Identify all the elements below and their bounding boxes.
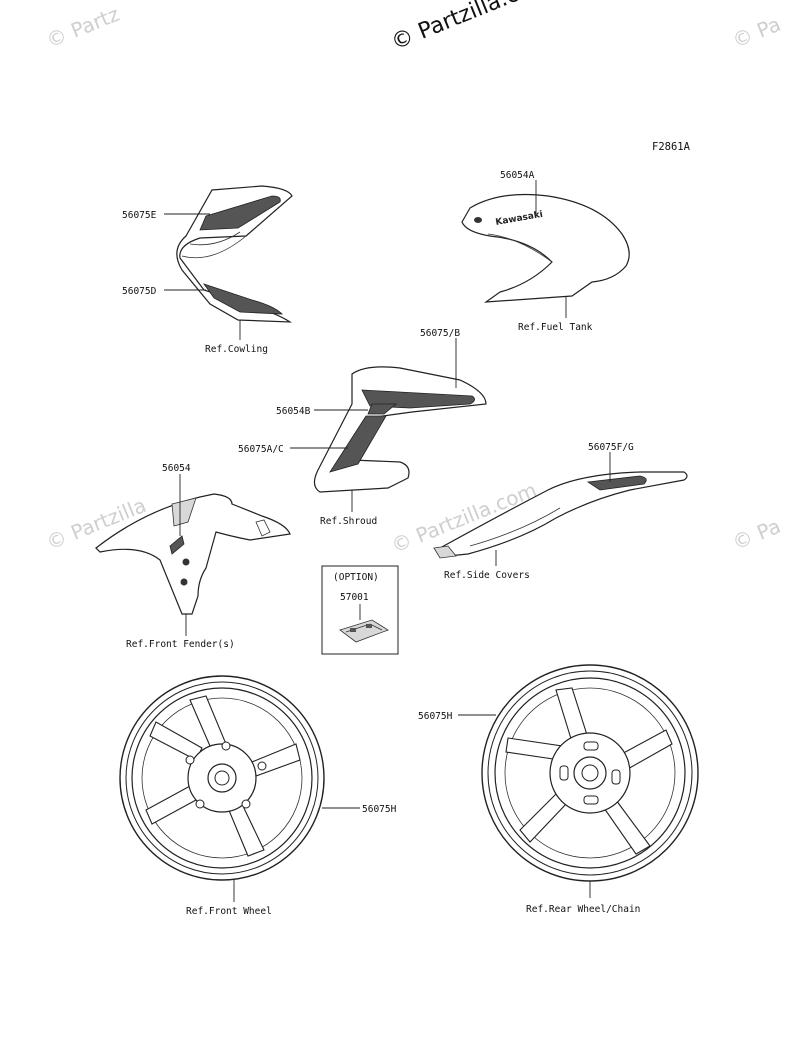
callout-ref-shroud: Ref.Shroud — [320, 516, 377, 527]
callout-56054A: 56054A — [500, 170, 535, 181]
callout-ref-cowling: Ref.Cowling — [205, 344, 268, 355]
callout-ref-side-covers: Ref.Side Covers — [444, 570, 530, 581]
figure-code: F2861A — [652, 141, 691, 153]
fuel-tank-part: Kawasaki — [461, 193, 630, 303]
option-box: (OPTION) 57001 — [321, 565, 399, 655]
callout-56075H-front: 56075H — [362, 804, 397, 815]
front-fender-part — [95, 493, 291, 615]
callout-56054B: 56054B — [276, 406, 311, 417]
callout-ref-rear-wheel: Ref.Rear Wheel/Chain — [526, 904, 640, 915]
callout-ref-fuel-tank: Ref.Fuel Tank — [518, 322, 593, 333]
callout-56075FG: 56075F/G — [588, 442, 634, 453]
watermark-top: © Partzilla.co — [388, 0, 535, 56]
callout-56075D: 56075D — [122, 286, 157, 297]
callout-56075B: 56075/B — [420, 328, 460, 339]
callout-56054: 56054 — [162, 463, 191, 474]
watermark-right-mid: © Pa — [729, 514, 784, 555]
cowling-part — [176, 185, 293, 323]
callout-56075E: 56075E — [122, 210, 157, 221]
callout-57001: 57001 — [340, 592, 369, 603]
shroud-part — [313, 366, 487, 493]
watermark-right-top: © Pa — [729, 12, 784, 53]
callout-ref-front-fender: Ref.Front Fender(s) — [126, 639, 235, 650]
callout-56075AC: 56075A/C — [238, 444, 284, 455]
front-wheel-part — [119, 675, 325, 881]
callout-56075H-rear: 56075H — [418, 711, 453, 722]
side-covers-part — [433, 471, 688, 559]
option-label: (OPTION) — [333, 572, 379, 583]
callout-ref-front-wheel: Ref.Front Wheel — [186, 906, 272, 917]
watermark-left-top: © Partz — [43, 2, 123, 53]
rear-wheel-part — [481, 664, 699, 882]
